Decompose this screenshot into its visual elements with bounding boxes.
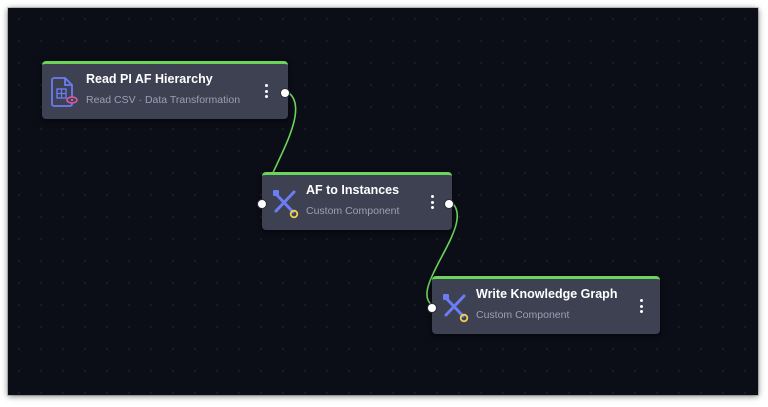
node-subtitle: Read CSV · Data Transformation bbox=[86, 94, 241, 106]
input-port[interactable] bbox=[427, 303, 437, 313]
csv-file-icon bbox=[50, 75, 80, 109]
node-menu-button[interactable] bbox=[262, 84, 270, 102]
node-title: Write Knowledge Graph bbox=[476, 287, 618, 301]
workflow-canvas[interactable]: Read PI AF Hierarchy Read CSV · Data Tra… bbox=[8, 8, 758, 395]
tools-icon bbox=[270, 186, 300, 220]
node-write-knowledge-graph[interactable]: Write Knowledge Graph Custom Component bbox=[427, 276, 660, 334]
tools-icon bbox=[440, 290, 470, 324]
node-title: AF to Instances bbox=[306, 183, 400, 197]
node-af-to-instances[interactable]: AF to Instances Custom Component bbox=[257, 172, 454, 230]
node-title: Read PI AF Hierarchy bbox=[86, 72, 213, 86]
input-port[interactable] bbox=[257, 199, 267, 209]
node-read-pi-af-hierarchy[interactable]: Read PI AF Hierarchy Read CSV · Data Tra… bbox=[42, 61, 290, 119]
output-port[interactable] bbox=[280, 88, 290, 98]
node-menu-button[interactable] bbox=[428, 195, 436, 213]
node-menu-button[interactable] bbox=[637, 299, 645, 317]
node-subtitle: Custom Component bbox=[306, 205, 400, 217]
output-port[interactable] bbox=[444, 199, 454, 209]
node-subtitle: Custom Component bbox=[476, 309, 570, 321]
